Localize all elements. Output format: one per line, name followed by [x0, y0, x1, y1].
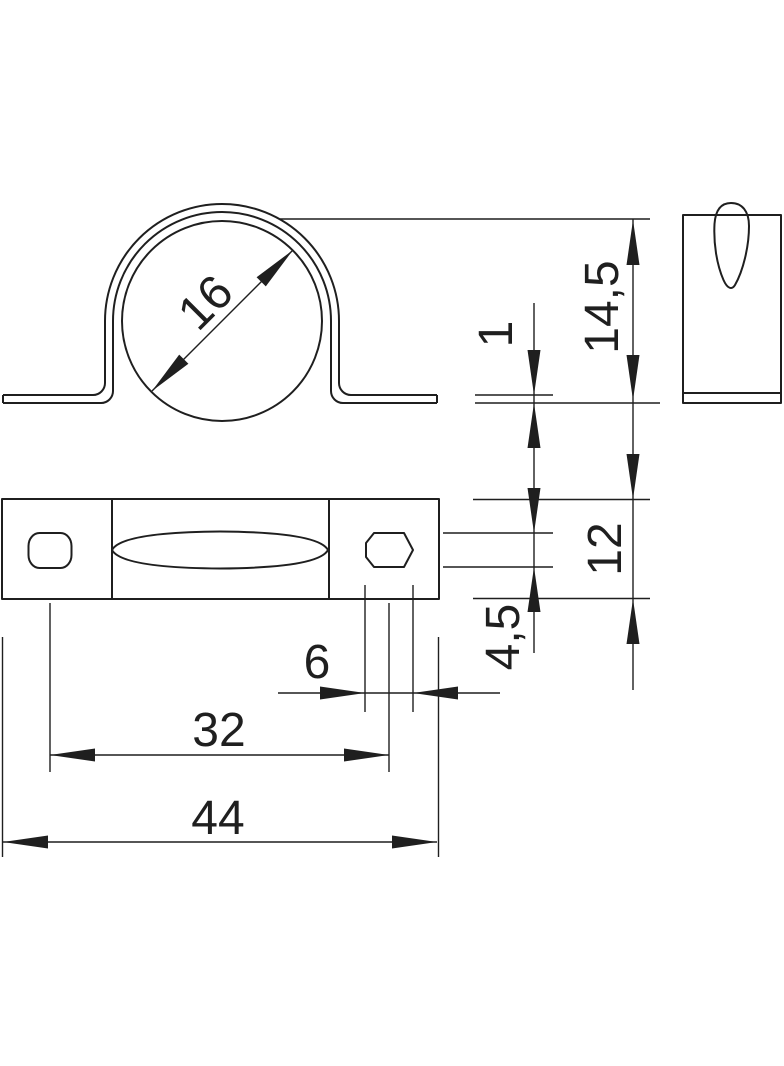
- arrow-thickness-top: [527, 350, 541, 395]
- hex-hole-right: [365, 532, 414, 568]
- emboss-lens: [111, 530, 329, 570]
- front-view: [2, 203, 438, 422]
- arrow-hole-width-right: [413, 686, 458, 700]
- dimension-lines: [3, 219, 634, 843]
- dimension-labels: 16 1 14,5 12 4,5 6 32 44: [168, 260, 631, 845]
- arrow-thickness-bottom: [527, 403, 541, 448]
- arrow-overall-length-left: [3, 835, 48, 849]
- arrow-hole-height-bottom: [527, 567, 541, 612]
- label-overall-height: 14,5: [576, 260, 629, 353]
- arrow-hole-spacing-left: [50, 748, 95, 762]
- label-overall-length: 44: [191, 792, 244, 845]
- arrow-diameter-lower-left: [152, 354, 189, 391]
- arrow-diameter-upper-right: [256, 250, 293, 287]
- arrow-overall-length-right: [392, 835, 437, 849]
- pipe-circle: [121, 220, 323, 422]
- extension-lines: [1, 218, 660, 857]
- label-hole-width: 6: [304, 636, 331, 689]
- strap-inner-surface: [3, 211, 437, 404]
- emboss-teardrop: [713, 202, 750, 289]
- slot-hole-left: [27, 532, 73, 569]
- top-view: [1, 498, 440, 600]
- arrow-clamp-width-top: [626, 454, 640, 499]
- label-pipe-diameter: 16: [168, 265, 243, 340]
- label-hole-spacing: 32: [192, 704, 245, 757]
- side-view-body: [682, 214, 782, 404]
- label-hole-height: 4,5: [477, 604, 530, 671]
- arrow-hole-spacing-right: [344, 748, 389, 762]
- label-clamp-width: 12: [579, 522, 632, 575]
- arrowheads: [3, 220, 640, 849]
- top-view-body: [1, 498, 440, 600]
- strap-outer-surface: [3, 203, 437, 396]
- arrow-hole-height-top: [527, 488, 541, 533]
- arrow-overall-height-bottom: [626, 355, 640, 400]
- label-material-thickness: 1: [470, 321, 523, 348]
- side-view: [682, 202, 782, 404]
- arrow-overall-height-top: [626, 220, 640, 265]
- arrow-hole-width-left: [320, 686, 365, 700]
- arrow-clamp-width-bottom: [626, 599, 640, 644]
